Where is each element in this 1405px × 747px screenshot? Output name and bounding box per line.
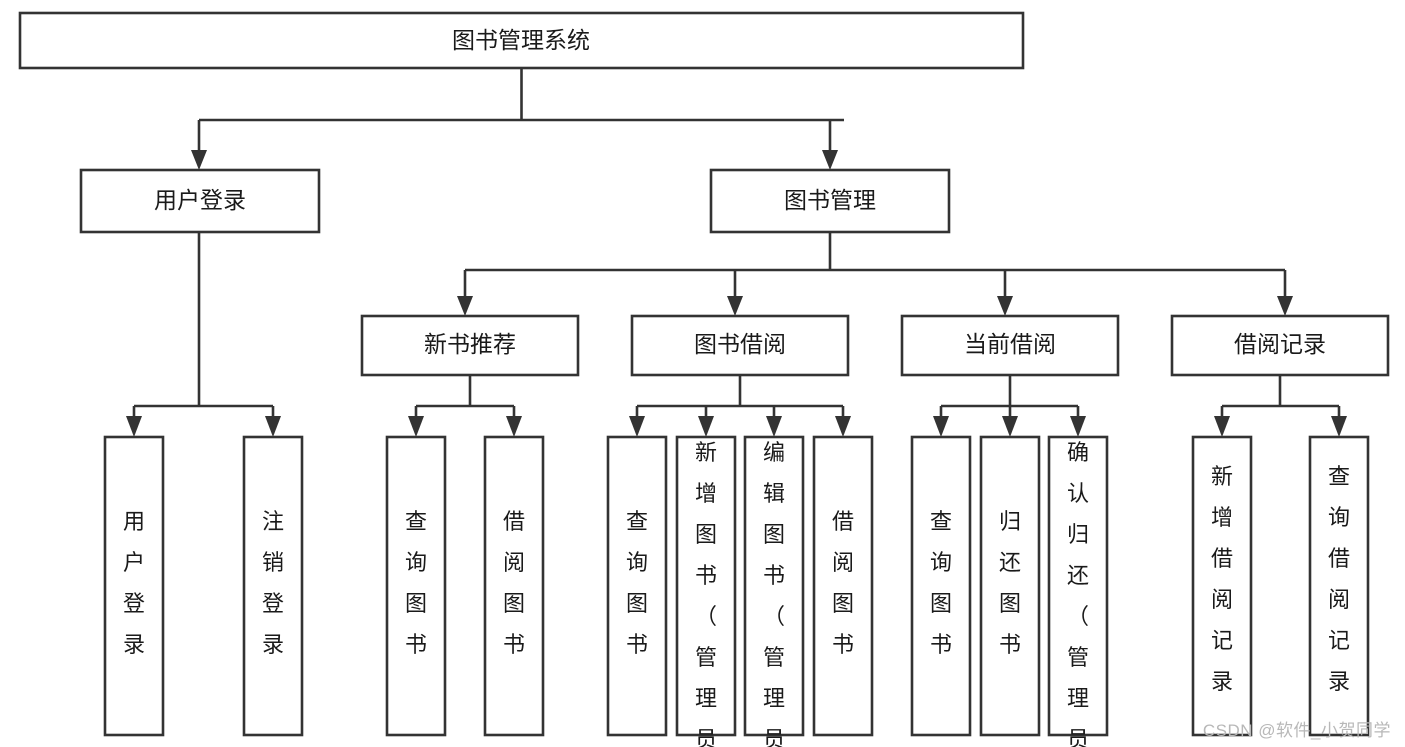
node-leaf-new-book-query-box[interactable]: [385, 435, 447, 737]
connector-group-current-borrow-leaves: [933, 375, 1086, 437]
node-leaf-logout-label: 注销登录: [262, 509, 284, 657]
arrowhead-book-manage: [822, 150, 838, 170]
node-leaf-confirm-return-box[interactable]: [1047, 435, 1109, 737]
node-leaf-borrow-query-box[interactable]: [606, 435, 668, 737]
connector-group-new-book-leaves: [408, 375, 522, 437]
arrowhead-current-borrow: [997, 296, 1013, 316]
arrowhead-leaf-book-borrow-2: [698, 416, 714, 437]
arrowhead-leaf-new-book-2: [506, 416, 522, 437]
node-leaf-edit-book-label: 编辑图书（管理员）: [763, 440, 785, 747]
node-book-borrow[interactable]: 图书借阅: [630, 314, 850, 377]
node-leaf-logout-box[interactable]: [242, 435, 304, 737]
node-user-login-label: 用户登录: [154, 187, 246, 213]
arrowhead-leaf-current-borrow-1: [933, 416, 949, 437]
arrowhead-borrow-record: [1277, 296, 1293, 316]
arrowhead-new-book: [457, 296, 473, 316]
connector-group-root-to-level1: [191, 68, 844, 170]
node-user-login[interactable]: 用户登录: [79, 168, 321, 234]
node-current-borrow-box[interactable]: [900, 314, 1120, 377]
node-book-manage-box[interactable]: [709, 168, 951, 234]
node-leaf-add-record-box[interactable]: [1191, 435, 1253, 737]
node-root-system[interactable]: 图书管理系统: [18, 11, 1025, 70]
node-book-manage[interactable]: 图书管理: [709, 168, 951, 234]
arrowhead-leaf-new-book-1: [408, 416, 424, 437]
node-leaf-add-book-box[interactable]: [675, 435, 737, 737]
node-root-system-label: 图书管理系统: [452, 27, 590, 53]
node-leaf-query-record-box[interactable]: [1308, 435, 1370, 737]
node-leaf-current-query[interactable]: 查询图书: [910, 435, 972, 737]
node-leaf-borrow-book-box[interactable]: [812, 435, 874, 737]
node-leaf-borrow-book-label: 借阅图书: [832, 509, 854, 657]
node-leaf-user-login-label: 用户登录: [123, 509, 145, 657]
node-leaf-return-book[interactable]: 归还图书: [979, 435, 1041, 737]
arrowhead-leaf-user-login-1: [126, 416, 142, 437]
connector-group-book-borrow-leaves: [629, 375, 851, 437]
node-leaf-borrow-query[interactable]: 查询图书: [606, 435, 668, 737]
node-leaf-query-record[interactable]: 查询借阅记录: [1308, 435, 1370, 737]
arrowhead-leaf-user-login-2: [265, 416, 281, 437]
node-leaf-new-book-borrow[interactable]: 借阅图书: [483, 435, 545, 737]
node-leaf-add-record-label: 新增借阅记录: [1211, 464, 1233, 694]
node-leaf-new-book-borrow-box[interactable]: [483, 435, 545, 737]
connector-group-user-login-leaves: [126, 232, 281, 437]
arrowhead-leaf-current-borrow-3: [1070, 416, 1086, 437]
node-new-book-recommend-box[interactable]: [360, 314, 580, 377]
node-leaf-new-book-query-label: 查询图书: [405, 509, 427, 657]
node-leaf-borrow-book[interactable]: 借阅图书: [812, 435, 874, 737]
node-leaf-return-book-label: 归还图书: [999, 509, 1021, 657]
node-leaf-new-book-borrow-label: 借阅图书: [503, 509, 525, 657]
node-borrow-record-box[interactable]: [1170, 314, 1390, 377]
node-leaf-edit-book[interactable]: 编辑图书（管理员）: [743, 435, 805, 747]
node-leaf-confirm-return-label: 确认归还（管理员）: [1067, 440, 1089, 747]
node-current-borrow-label: 当前借阅: [964, 331, 1056, 357]
node-borrow-record[interactable]: 借阅记录: [1170, 314, 1390, 377]
connector-group-borrow-record-leaves: [1214, 375, 1347, 437]
node-root-system-box[interactable]: [18, 11, 1025, 70]
connector-group-book-manage-to-level2: [457, 232, 1293, 316]
arrowhead-leaf-borrow-record-1: [1214, 416, 1230, 437]
arrowhead-leaf-book-borrow-1: [629, 416, 645, 437]
node-leaf-return-book-box[interactable]: [979, 435, 1041, 737]
node-leaf-query-record-label: 查询借阅记录: [1328, 464, 1350, 694]
node-leaf-add-record[interactable]: 新增借阅记录: [1191, 435, 1253, 737]
node-current-borrow[interactable]: 当前借阅: [900, 314, 1120, 377]
node-leaf-borrow-query-label: 查询图书: [626, 509, 648, 657]
node-book-manage-label: 图书管理: [784, 187, 876, 213]
arrowhead-user-login: [191, 150, 207, 170]
arrowhead-leaf-book-borrow-3: [766, 416, 782, 437]
node-borrow-record-label: 借阅记录: [1234, 331, 1326, 357]
node-book-borrow-label: 图书借阅: [694, 331, 786, 357]
node-leaf-add-book-label: 新增图书（管理员）: [695, 440, 717, 747]
arrowhead-leaf-current-borrow-2: [1002, 416, 1018, 437]
node-leaf-current-query-box[interactable]: [910, 435, 972, 737]
node-leaf-new-book-query[interactable]: 查询图书: [385, 435, 447, 737]
node-leaf-add-book[interactable]: 新增图书（管理员）: [675, 435, 737, 747]
node-leaf-user-login[interactable]: 用户登录: [103, 435, 165, 737]
node-leaf-confirm-return[interactable]: 确认归还（管理员）: [1047, 435, 1109, 747]
node-leaf-logout[interactable]: 注销登录: [242, 435, 304, 737]
node-new-book-recommend[interactable]: 新书推荐: [360, 314, 580, 377]
node-leaf-user-login-box[interactable]: [103, 435, 165, 737]
node-leaf-edit-book-box[interactable]: [743, 435, 805, 737]
node-book-borrow-box[interactable]: [630, 314, 850, 377]
arrowhead-leaf-borrow-record-2: [1331, 416, 1347, 437]
node-user-login-box[interactable]: [79, 168, 321, 234]
node-leaf-current-query-label: 查询图书: [930, 509, 952, 657]
node-new-book-recommend-label: 新书推荐: [424, 331, 516, 357]
arrowhead-book-borrow: [727, 296, 743, 316]
arrowhead-leaf-book-borrow-4: [835, 416, 851, 437]
